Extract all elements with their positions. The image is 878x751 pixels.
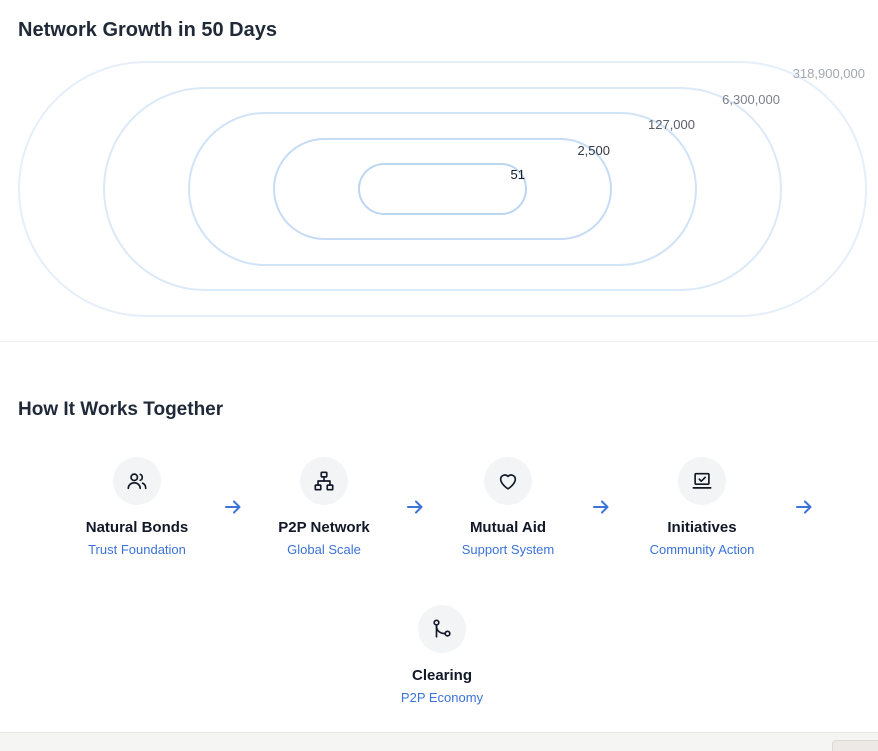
step-title: Natural Bonds xyxy=(85,519,189,536)
network-icon xyxy=(300,457,348,505)
arrow-right-icon xyxy=(225,500,241,514)
ring-5 xyxy=(18,61,867,317)
ring-label-1: 51 xyxy=(511,167,525,182)
step-subtitle: Community Action xyxy=(649,542,755,557)
step-subtitle: P2P Economy xyxy=(400,690,484,705)
how-it-works-title: How It Works Together xyxy=(18,399,224,420)
step-title: P2P Network xyxy=(278,519,370,536)
ring-label-4: 6,300,000 xyxy=(722,92,780,107)
ring-label-2: 2,500 xyxy=(577,143,610,158)
step-p2p-network: P2P Network Global Scale xyxy=(234,457,414,557)
step-subtitle: Trust Foundation xyxy=(88,542,186,557)
heart-icon xyxy=(484,457,532,505)
laptop-check-icon xyxy=(678,457,726,505)
step-subtitle: Support System xyxy=(461,542,555,557)
footer-tab[interactable] xyxy=(832,740,878,751)
section-divider xyxy=(0,341,878,342)
step-title: Clearing xyxy=(411,667,472,684)
step-mutual-aid: Mutual Aid Support System xyxy=(418,457,598,557)
footer-bar xyxy=(0,732,878,751)
ring-1 xyxy=(358,163,527,215)
step-subtitle: Global Scale xyxy=(287,542,361,557)
growth-rings: 51 2,500 127,000 6,300,000 318,900,000 xyxy=(18,61,867,317)
ring-label-3: 127,000 xyxy=(648,117,695,132)
step-initiatives: Initiatives Community Action xyxy=(612,457,792,557)
arrow-right-icon xyxy=(796,500,812,514)
arrow-right-icon xyxy=(593,500,609,514)
git-merge-icon xyxy=(418,605,466,653)
ring-4 xyxy=(103,87,782,291)
ring-label-5: 318,900,000 xyxy=(793,66,865,81)
users-icon xyxy=(113,457,161,505)
ring-2 xyxy=(273,138,612,240)
ring-3 xyxy=(188,112,697,266)
step-clearing: Clearing P2P Economy xyxy=(352,605,532,705)
step-natural-bonds: Natural Bonds Trust Foundation xyxy=(47,457,227,557)
step-title: Mutual Aid xyxy=(469,519,547,536)
step-title: Initiatives xyxy=(667,519,737,536)
arrow-right-icon xyxy=(407,500,423,514)
growth-title: Network Growth in 50 Days xyxy=(18,19,277,41)
